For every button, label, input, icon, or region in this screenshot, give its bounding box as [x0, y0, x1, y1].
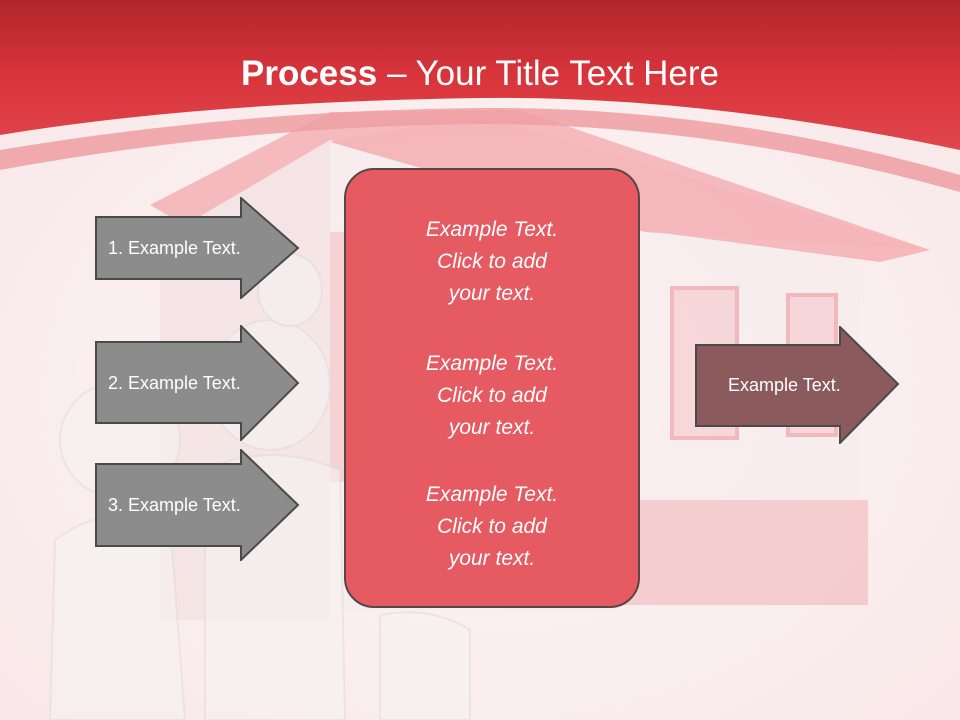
step-arrow-2[interactable]: 2. Example Text. [95, 325, 300, 441]
result-arrow-label: Example Text. [728, 374, 841, 395]
title-rest: – Your Title Text Here [377, 54, 719, 93]
text-line: Example Text. [425, 352, 559, 375]
text-line: Click to add [437, 515, 547, 538]
title-bold: Process [241, 54, 378, 93]
arrow-shape-icon [695, 326, 900, 444]
text-block-2: Example Text. Click to add your text. [346, 348, 638, 444]
text-line: your text. [448, 416, 536, 439]
center-text-box[interactable]: Example Text. Click to add your text. Ex… [344, 168, 640, 608]
step-arrow-label: 3. Example Text. [108, 494, 241, 515]
text-block-3: Example Text. Click to add your text. [346, 479, 638, 575]
arrow-shape-icon [95, 449, 300, 561]
step-arrow-label: 2. Example Text. [108, 372, 241, 393]
text-line: Example Text. [425, 483, 559, 506]
text-block-1: Example Text. Click to add your text. [346, 214, 638, 310]
step-arrow-1[interactable]: 1. Example Text. [95, 197, 300, 299]
text-line: your text. [448, 547, 536, 570]
slide-title: Process – Your Title Text Here [0, 52, 960, 96]
result-arrow[interactable]: Example Text. [695, 326, 900, 444]
step-arrow-3[interactable]: 3. Example Text. [95, 449, 300, 561]
text-line: Click to add [437, 250, 547, 273]
arrow-shape-icon [95, 325, 300, 441]
text-line: Example Text. [425, 218, 559, 241]
text-line: Click to add [437, 384, 547, 407]
text-line: your text. [448, 282, 536, 305]
step-arrow-label: 1. Example Text. [108, 237, 241, 258]
arrow-shape-icon [95, 197, 300, 299]
